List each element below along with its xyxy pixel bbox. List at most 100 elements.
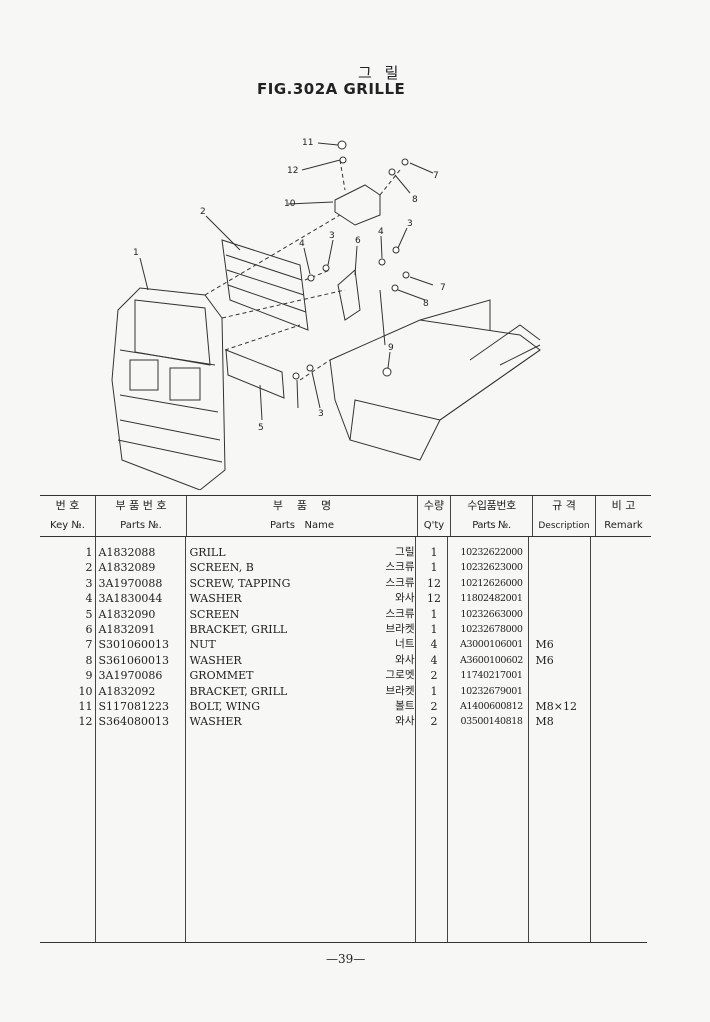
cell-remark	[596, 668, 652, 683]
header-import-no: Parts №.	[450, 516, 533, 537]
cell-import: 11802482001	[460, 593, 523, 605]
part-name-korean: 브라켓	[385, 623, 415, 636]
part-name: SCREEN	[189, 607, 240, 621]
cell-key: 7	[85, 638, 93, 652]
cell-part: A1832089	[98, 561, 156, 575]
cell-remark	[596, 684, 652, 699]
part-name-korean: 그릴	[395, 546, 415, 558]
part-name-korean: 스크류	[385, 561, 415, 574]
cell-remark	[596, 714, 652, 729]
cell-remark	[596, 607, 652, 622]
cell-name: SCREEN 스크류	[187, 607, 418, 622]
header-remark: Remark	[595, 516, 651, 537]
page-number: —39—	[326, 952, 366, 966]
cell-desc: M8×12	[535, 700, 577, 714]
cell-part: 3A1970088	[98, 576, 163, 590]
frame-part	[329, 319, 541, 461]
grill-part	[111, 287, 226, 490]
cell-qty: 2	[430, 700, 438, 714]
callout-12: 12	[287, 166, 298, 176]
part-name-korean: 스크류	[385, 607, 415, 620]
figure-title: FIG.302A GRILLE	[257, 80, 406, 98]
part-name: BRACKET, GRILL	[189, 684, 288, 698]
cell-import: 10232623000	[460, 562, 523, 574]
cell-part: A1832088	[98, 546, 156, 559]
header-name: Parts Name	[186, 516, 418, 537]
cell-desc: M6	[535, 638, 554, 652]
cell-key: 9	[85, 669, 93, 683]
callout-3: 3	[329, 231, 335, 241]
cell-remark	[596, 560, 652, 575]
callout-6: 6	[355, 236, 361, 246]
callout-9: 9	[388, 343, 394, 353]
callout-4: 4	[378, 227, 384, 237]
cell-qty: 1	[430, 561, 438, 575]
cell-qty: 2	[430, 669, 438, 683]
cell-key: 6	[85, 623, 93, 637]
cell-desc	[533, 560, 596, 575]
callout-7: 7	[440, 283, 446, 293]
cell-key: 1	[85, 546, 93, 559]
callout-3: 3	[407, 219, 413, 229]
exploded-parts-diagram: 1 2 3 3 3 4 4 5 6 7 7 8 8 9 10 11 12	[111, 138, 541, 490]
cell-import: 10232679001	[460, 685, 523, 697]
cell-desc	[533, 607, 596, 622]
screen-b-part	[221, 239, 309, 331]
cell-import: 10232622000	[460, 547, 523, 558]
cell-desc: M8	[535, 715, 554, 729]
header-part-no: Parts №.	[95, 516, 187, 537]
part-name-korean: 스크류	[385, 576, 415, 589]
cell-remark	[596, 576, 652, 591]
part-name-korean: 와사	[395, 653, 415, 666]
bracket-grill-6	[337, 268, 361, 321]
cell-remark	[596, 653, 652, 668]
part-name-korean: 브라켓	[385, 684, 415, 697]
cell-qty: 4	[430, 638, 438, 652]
part-name: WASHER	[189, 653, 242, 667]
column-divider	[528, 537, 529, 942]
callout-2: 2	[200, 207, 206, 217]
part-name-korean: 볼트	[395, 700, 415, 713]
column-divider	[447, 537, 448, 942]
part-name: WASHER	[189, 715, 242, 729]
cell-import: A3600100602	[460, 654, 523, 666]
callout-11: 11	[302, 138, 313, 148]
part-name-korean: 너트	[395, 638, 415, 651]
header-qty: Q'ty	[417, 516, 451, 537]
cell-remark	[596, 637, 652, 652]
cell-part: A1832090	[98, 607, 156, 621]
part-name: BRACKET, GRILL	[189, 623, 288, 637]
column-divider	[185, 537, 186, 942]
cell-qty: 1	[430, 684, 438, 698]
cell-part: S364080013	[98, 715, 170, 729]
callout-1: 1	[133, 248, 139, 258]
cell-key: 11	[78, 700, 93, 714]
figure-title-korean: 그 릴	[358, 64, 403, 82]
cell-remark	[596, 622, 652, 637]
cell-key: 3	[85, 576, 93, 590]
part-name: BOLT, WING	[189, 700, 261, 714]
callout-7: 7	[433, 171, 439, 181]
bottom-rule	[40, 942, 647, 943]
cell-import: 11740217001	[460, 670, 523, 682]
header-name-kr: 부 품 명	[186, 495, 418, 516]
column-divider	[95, 537, 96, 942]
header-import-no-kr: 수입품번호	[450, 495, 533, 516]
cell-import: 10212626000	[460, 577, 523, 589]
cell-qty: 4	[430, 653, 438, 667]
cell-remark	[596, 699, 652, 714]
cell-qty: 1	[430, 607, 438, 621]
cell-qty: 12	[427, 576, 441, 590]
callout-8: 8	[412, 195, 418, 205]
column-divider	[590, 537, 591, 942]
cell-part: S361060013	[98, 653, 170, 667]
